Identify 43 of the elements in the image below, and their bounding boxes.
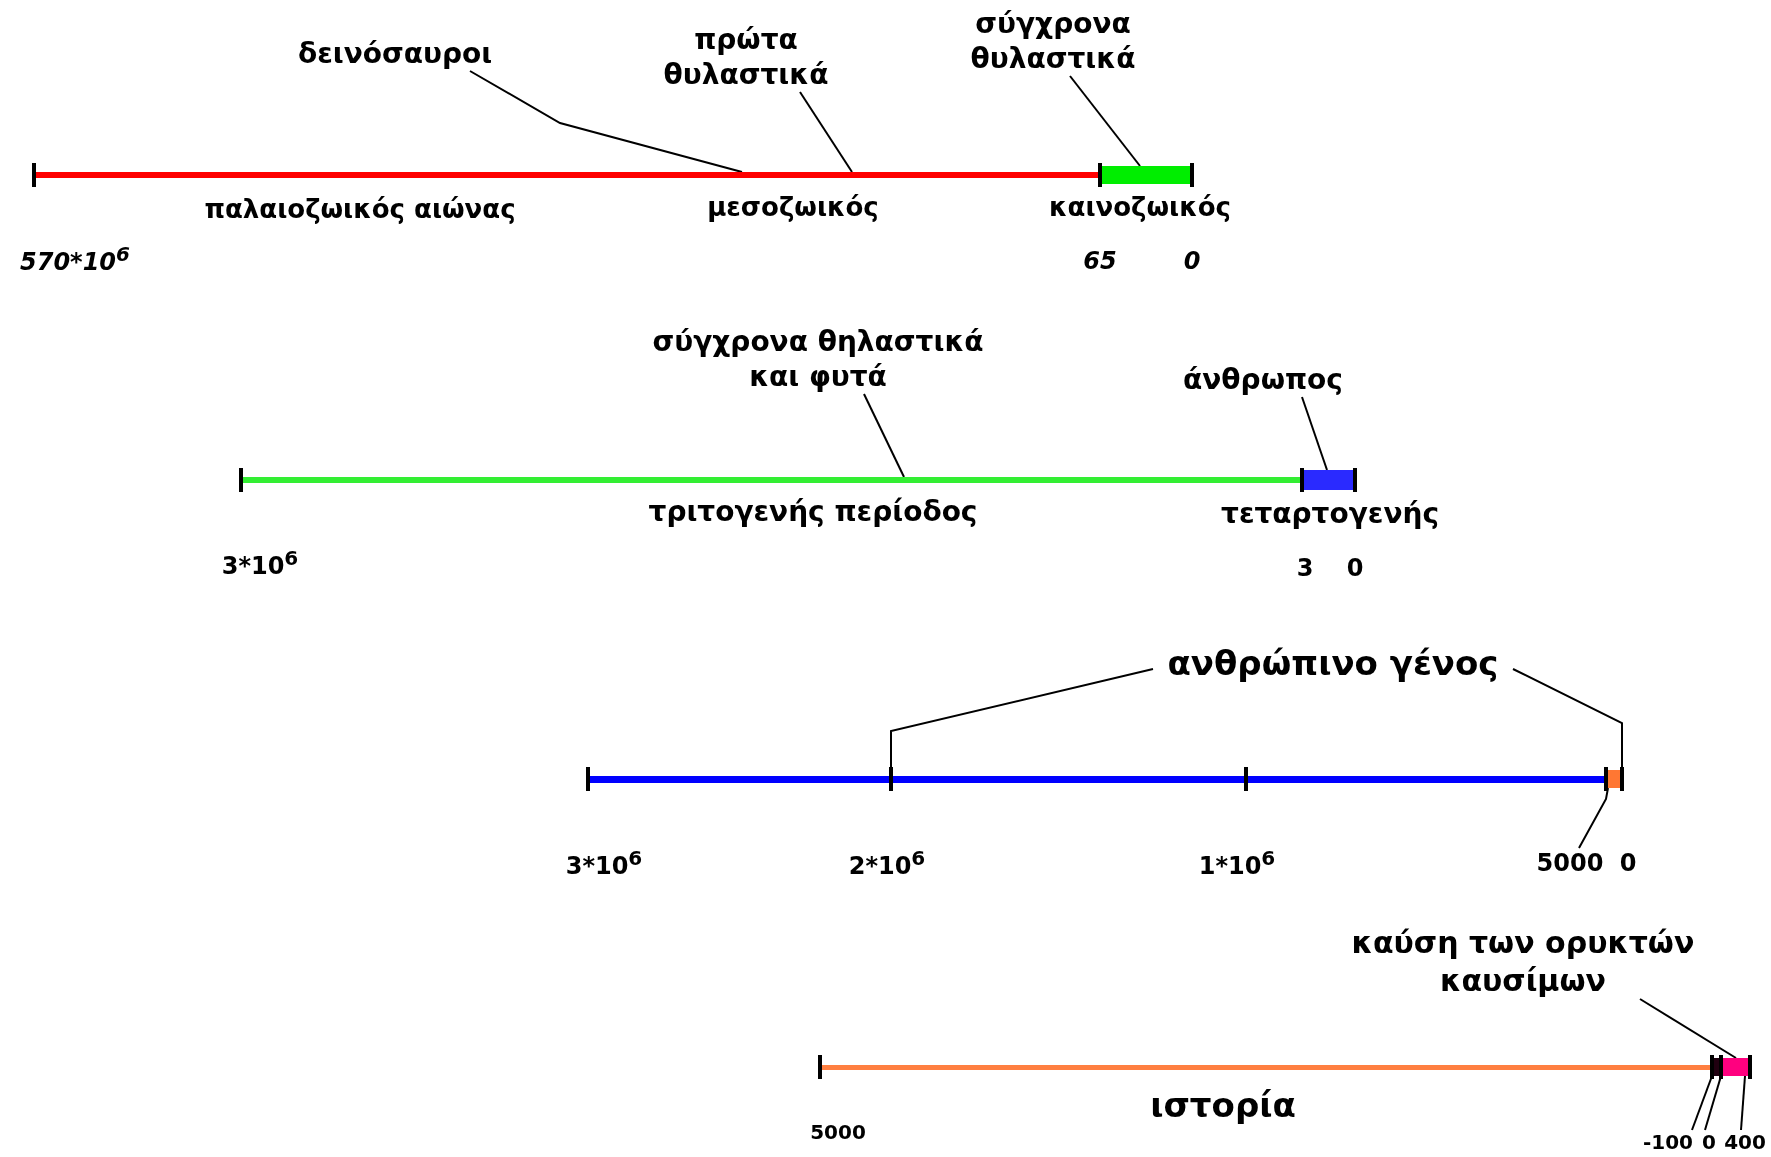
period-label: τριτογενής περίοδος xyxy=(648,494,978,529)
timeline-bar xyxy=(34,172,1100,178)
period-label: τεταρτογενής xyxy=(1221,496,1439,531)
period-label: καινοζωικός xyxy=(1049,191,1231,224)
leader-line xyxy=(799,91,853,173)
annotation-label: δεινόσαυροι xyxy=(265,36,525,71)
scale-number: 570*10$^{6}$ xyxy=(20,242,130,277)
scale-number: 0 xyxy=(1183,246,1201,276)
timeline-bar xyxy=(1302,470,1355,490)
annotation-label: σύγχρονα θυλαστικά xyxy=(953,6,1153,76)
scale-number: 2*10$^{6}$ xyxy=(848,846,926,881)
leader-line xyxy=(469,70,743,173)
scale-number: 400 xyxy=(1722,1130,1768,1155)
scale-number: -100 xyxy=(1638,1130,1698,1155)
timeline-bar xyxy=(241,477,1302,483)
scale-number: 0 xyxy=(1346,553,1364,583)
scale-number: 5000 xyxy=(1525,848,1615,878)
scale-number: 5000 xyxy=(810,1120,866,1145)
leader-line xyxy=(1578,787,1609,849)
scale-number: 1*10$^{6}$ xyxy=(1198,846,1276,881)
leader-line xyxy=(1740,1075,1746,1131)
period-label: μεσοζωικός xyxy=(707,191,879,224)
leader-line xyxy=(863,393,905,478)
scale-number: 65 xyxy=(1083,246,1117,276)
annotation-label: καύση των ορυκτών καυσίμων xyxy=(1343,924,1703,999)
annotation-label: σύγχρονα θηλαστικά και φυτά xyxy=(638,324,998,394)
leader-line xyxy=(1301,396,1328,471)
scale-number: 3*10$^{6}$ xyxy=(565,846,643,881)
annotation-label: πρώτα θυλαστικά xyxy=(646,22,846,92)
scale-number: 3*10$^{6}$ xyxy=(221,546,299,581)
annotation-label: άνθρωπος xyxy=(1163,362,1363,397)
period-label: παλαιοζωικός αιώνας xyxy=(204,193,516,226)
timeline-bar xyxy=(1100,166,1192,184)
scale-number: 3 xyxy=(1296,553,1314,583)
leader-line xyxy=(1069,75,1141,167)
scale-number: 0 xyxy=(1619,848,1637,878)
annotation-label: ανθρώπινο γένος xyxy=(1153,642,1513,685)
timeline-bar xyxy=(1712,1058,1721,1076)
scale-number: 0 xyxy=(1697,1130,1721,1155)
timeline-bar xyxy=(820,1064,1712,1070)
period-label: ιστορία xyxy=(1150,1084,1296,1127)
timeline-bar xyxy=(588,775,1606,783)
leader-line xyxy=(1639,998,1737,1059)
